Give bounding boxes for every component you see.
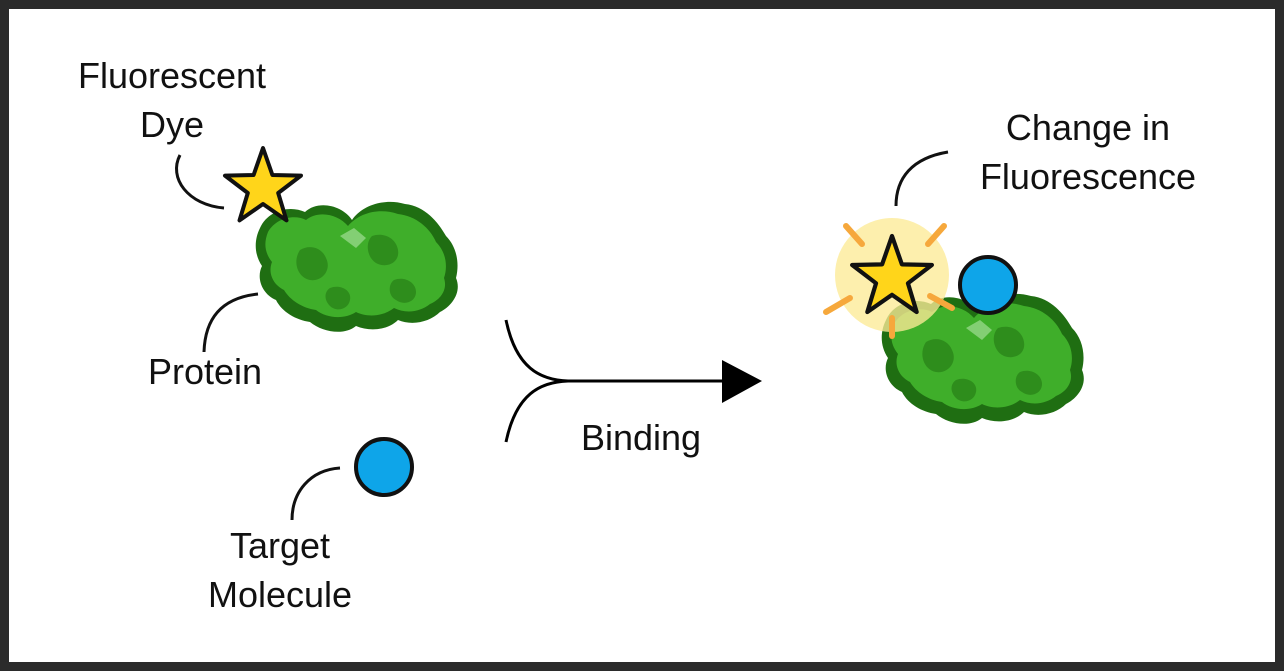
merge-curves — [504, 319, 569, 443]
dye-label-line1: Fluorescent — [78, 55, 266, 96]
change-label-line2: Fluorescence — [980, 156, 1196, 197]
change-leader-line — [894, 150, 949, 207]
change-label-line1: Change in — [1006, 107, 1170, 148]
fluorescence-rays — [823, 223, 955, 339]
dye-label-line2: Dye — [140, 104, 204, 145]
target-label-line2: Molecule — [208, 574, 352, 615]
binding-label: Binding — [581, 417, 701, 458]
protein-label: Protein — [148, 351, 262, 392]
target-label-line1: Target — [230, 525, 330, 566]
arrow-head — [722, 360, 762, 403]
protein-leader-line — [202, 292, 259, 353]
target-molecule-circle — [354, 437, 414, 497]
dye-leader-line — [175, 154, 225, 210]
target-leader-line — [290, 466, 341, 521]
bound-target-circle — [958, 255, 1018, 315]
